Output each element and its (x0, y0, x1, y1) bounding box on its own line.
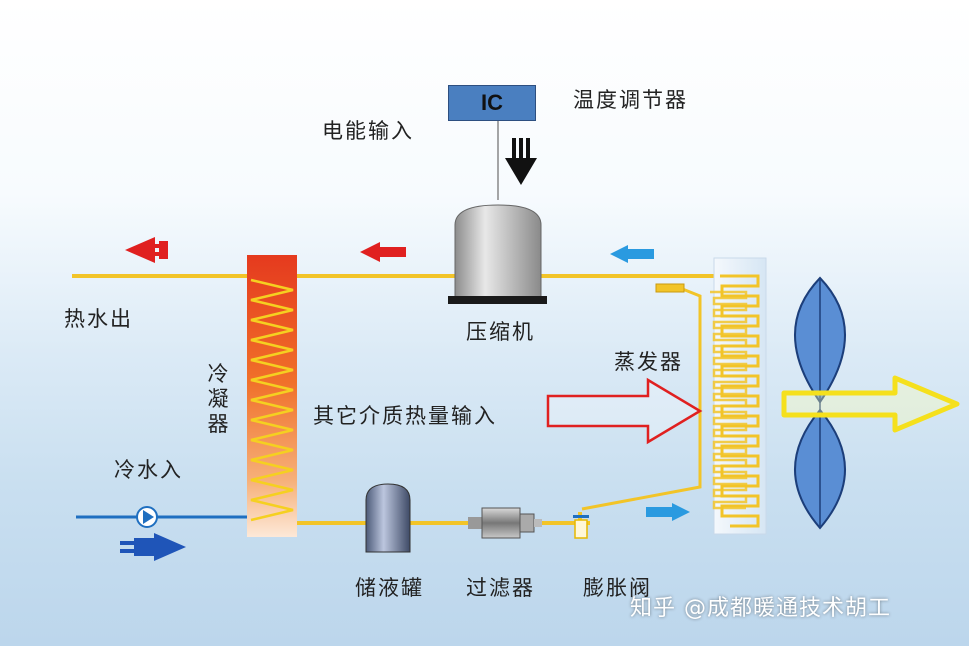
compressor-label: 压缩机 (466, 320, 535, 344)
ic-controller-box: IC (448, 85, 536, 121)
condenser-coil (250, 278, 294, 522)
evaporator-unit (655, 257, 767, 535)
other-heat-input-label: 其它介质热量输入 (313, 404, 497, 428)
filter-label: 过滤器 (466, 576, 535, 600)
condenser-unit (247, 255, 297, 537)
fan-blades (794, 276, 846, 530)
flow-arrow-top-red (360, 242, 406, 262)
filter-unit (468, 507, 542, 539)
heat-input-arrow (546, 377, 703, 445)
power-input-arrow (505, 138, 537, 185)
expansion-valve (573, 515, 589, 539)
capillary-pipe (581, 286, 702, 511)
hot-water-out-arrow (125, 237, 168, 263)
flow-arrow-bottom-blue (646, 503, 690, 521)
hot-water-out-label: 热水出 (64, 307, 133, 331)
receiver-label: 储液罐 (355, 576, 424, 600)
cold-water-in-arrow (120, 533, 186, 561)
thermostat-label: 温度调节器 (573, 88, 688, 112)
condenser-label: 冷凝器 (207, 362, 229, 436)
watermark-text: 知乎 @成都暖通技术胡工 (630, 596, 891, 621)
cold-water-in-label: 冷水入 (114, 458, 183, 482)
evaporator-label: 蒸发器 (614, 350, 683, 374)
power-input-label: 电能输入 (322, 119, 414, 143)
compressor-unit (448, 204, 547, 304)
expansion-valve-label: 膨胀阀 (583, 576, 652, 600)
receiver-tank (365, 483, 411, 553)
air-flow-arrow (781, 375, 960, 433)
pump-icon (136, 506, 158, 528)
flow-arrow-top-blue (610, 245, 654, 263)
